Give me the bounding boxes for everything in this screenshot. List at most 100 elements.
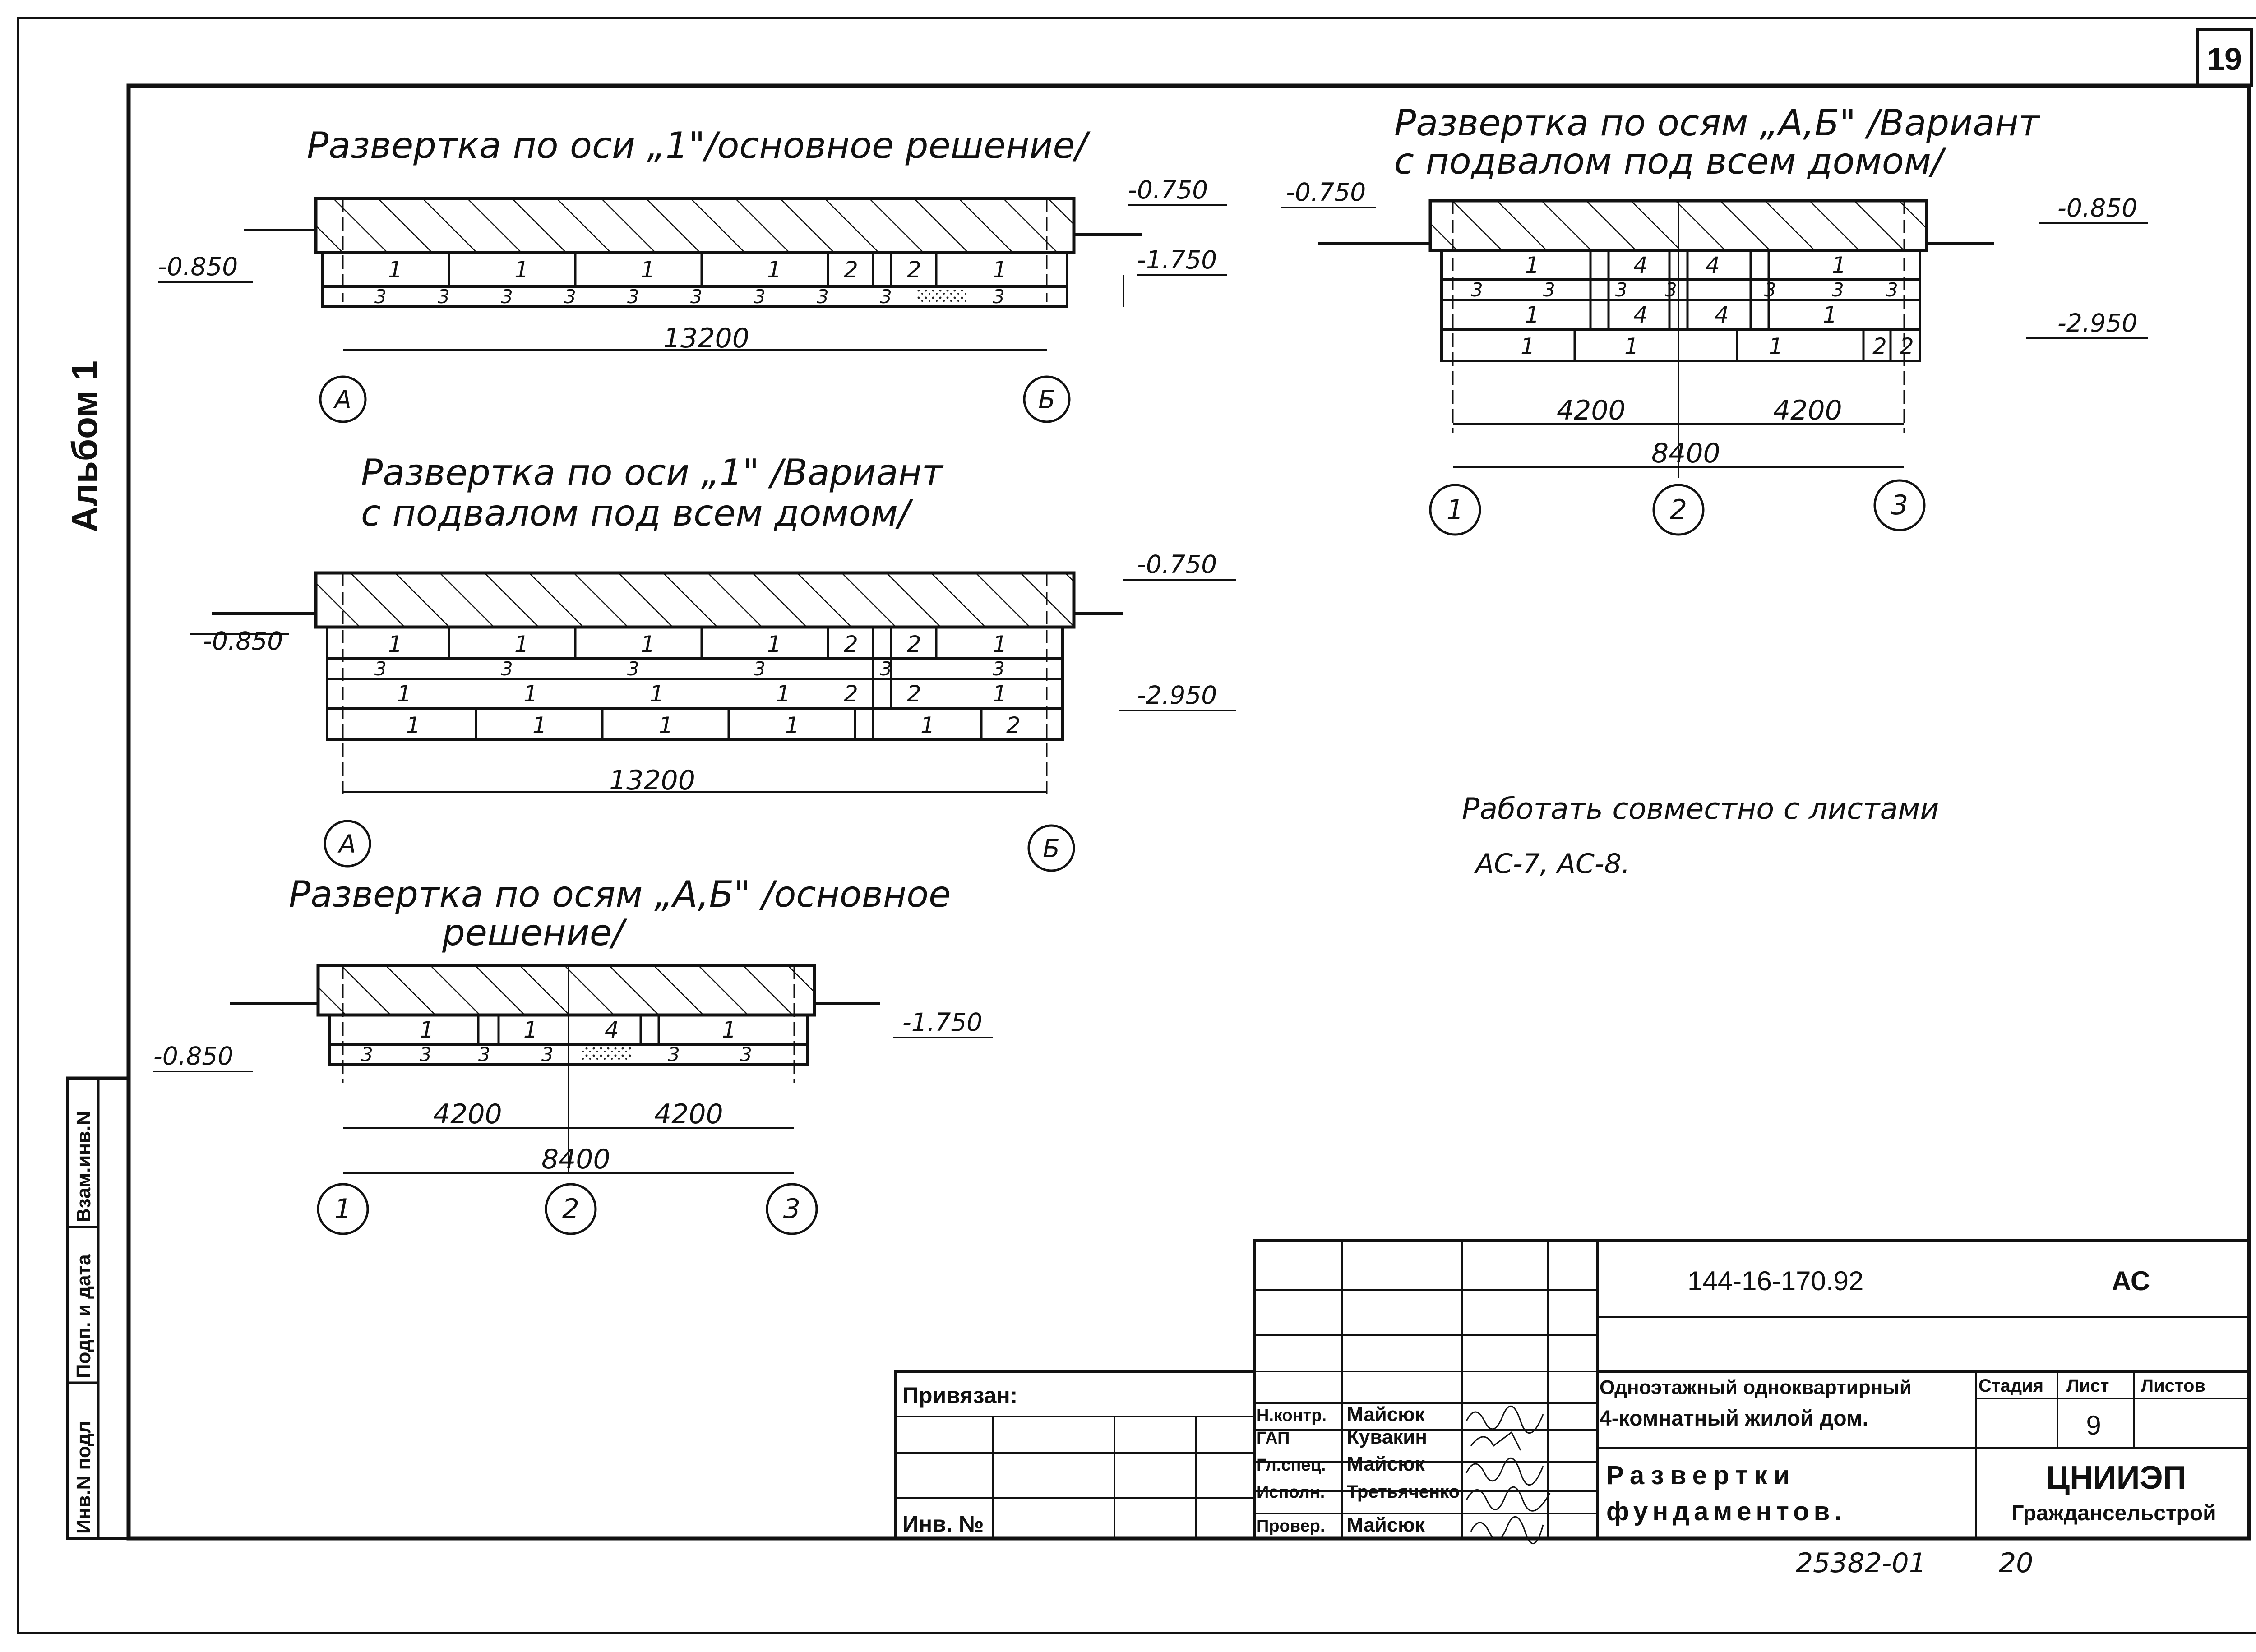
svg-text:1: 1: [767, 257, 781, 283]
v1-left-mark: -0.850: [158, 252, 238, 281]
v3-axis-2: 2: [562, 1193, 579, 1225]
svg-text:3: 3: [754, 286, 766, 308]
signature-1: [1465, 1406, 1544, 1434]
role-4: Исполн.: [1257, 1483, 1325, 1502]
org-line-2: Гражданcельстрой: [2011, 1501, 2216, 1525]
stage-label: Стадия: [1979, 1376, 2043, 1396]
name-5: Майсюк: [1347, 1514, 1425, 1536]
svg-text:3: 3: [1665, 279, 1677, 301]
v4-axis-3: 3: [1891, 489, 1908, 521]
view2-title-1: Развертка по оси „1" /Вариант: [361, 452, 944, 494]
svg-text:3: 3: [668, 1043, 680, 1066]
svg-text:1: 1: [722, 1017, 736, 1043]
outer-frame: [17, 17, 2256, 1634]
svg-text:1: 1: [641, 631, 655, 657]
svg-text:2: 2: [844, 631, 858, 657]
signature-5: [1470, 1516, 1544, 1545]
svg-text:3: 3: [1832, 279, 1844, 301]
svg-text:3: 3: [1471, 279, 1483, 301]
view-axesAB-basic: Развертка по осям „А,Б" /основное решени…: [153, 873, 993, 1235]
svg-text:1: 1: [1521, 333, 1535, 360]
page-number-box: [2196, 28, 2253, 87]
view-axesAB-basement: Развертка по осям „А,Б" /Вариант с подва…: [1281, 102, 2148, 536]
svg-text:4: 4: [1715, 302, 1729, 328]
doc-code: 144-16-170.92: [1687, 1266, 1863, 1296]
svg-text:3: 3: [993, 658, 1005, 680]
role-5: Провер.: [1257, 1517, 1325, 1536]
v4-span-2: 4200: [1773, 395, 1842, 426]
svg-text:1: 1: [532, 712, 547, 738]
svg-text:1: 1: [388, 257, 402, 283]
svg-text:3: 3: [740, 1043, 752, 1066]
album-label: Альбом 1: [65, 360, 105, 532]
svg-text:3: 3: [627, 286, 639, 308]
svg-text:4: 4: [1633, 302, 1648, 328]
sheets-label: Листов: [2141, 1376, 2205, 1396]
view4-title-1: Развертка по осям „А,Б" /Вариант: [1394, 102, 2041, 144]
svg-text:2: 2: [1900, 333, 1914, 360]
v3-axis-3: 3: [783, 1193, 800, 1225]
v2-total-dim: 13200: [609, 765, 695, 796]
v4-axis-2: 2: [1670, 494, 1687, 526]
svg-text:3: 3: [1543, 279, 1555, 301]
svg-text:1: 1: [1624, 333, 1639, 360]
svg-text:3: 3: [420, 1043, 432, 1066]
svg-text:3: 3: [374, 658, 387, 680]
v1-axis-left: А: [333, 385, 351, 414]
sheet-number: 9: [2086, 1410, 2101, 1440]
footer-page: 20: [1999, 1547, 2033, 1579]
svg-text:3: 3: [374, 286, 387, 308]
svg-text:3: 3: [817, 286, 829, 308]
svg-text:1: 1: [920, 712, 935, 738]
svg-text:1: 1: [1823, 302, 1837, 328]
svg-text:3: 3: [478, 1043, 490, 1066]
view4-title-2: с подвалом под всем домом/: [1394, 140, 1947, 182]
name-1: Майсюк: [1347, 1403, 1425, 1426]
side-stamp-inv: Инв.N подл: [73, 1421, 95, 1534]
svg-text:3: 3: [1764, 279, 1776, 301]
v3-span-1: 4200: [433, 1098, 502, 1130]
sheet-title-1: Развертки: [1606, 1461, 1796, 1490]
svg-text:2: 2: [907, 631, 921, 657]
view1-title: Развертка по оси „1"/основное решение/: [307, 125, 1091, 166]
svg-text:1: 1: [1525, 252, 1539, 278]
note-line-2: АС-7, АС-8.: [1474, 848, 1630, 880]
sheet-title-2: фундаментов.: [1606, 1497, 1846, 1526]
v3-left-mark: -0.850: [153, 1042, 233, 1071]
svg-text:2: 2: [844, 681, 858, 707]
svg-text:1: 1: [523, 681, 538, 707]
object-line-1: Одноэтажный одноквартирный: [1600, 1376, 1912, 1398]
svg-text:3: 3: [627, 658, 639, 680]
v1-brick-row-1: 1 1 1 1 2 2 1: [321, 251, 1068, 288]
v2-top-mark: -0.750: [1137, 550, 1217, 579]
svg-text:1: 1: [514, 631, 529, 657]
v3-total: 8400: [541, 1144, 610, 1175]
v4-axis-1: 1: [1447, 494, 1464, 526]
svg-text:1: 1: [993, 257, 1007, 283]
sheet-label: Лист: [2066, 1376, 2109, 1396]
svg-text:2: 2: [907, 257, 921, 283]
v4-total: 8400: [1651, 438, 1720, 469]
title-block: Привязан: Инв. № Н.контр. Майсюк ГАП Кув…: [894, 1239, 2251, 1545]
v1-axis-right: Б: [1038, 385, 1055, 414]
svg-text:1: 1: [641, 257, 655, 283]
signature-3: [1465, 1458, 1544, 1486]
v4-bottom-mark: -2.950: [2057, 309, 2137, 337]
svg-text:4: 4: [1706, 252, 1720, 278]
svg-text:1: 1: [785, 712, 800, 738]
svg-text:1: 1: [514, 257, 529, 283]
side-stamp-replace: Взам.инв.N: [73, 1111, 95, 1223]
svg-text:2: 2: [907, 681, 921, 707]
svg-text:1: 1: [767, 631, 781, 657]
v1-top-mark: -0.750: [1128, 175, 1208, 204]
svg-text:2: 2: [844, 257, 858, 283]
svg-text:2: 2: [1872, 333, 1887, 360]
svg-text:2: 2: [1006, 712, 1021, 738]
v2-axis-right: Б: [1043, 834, 1060, 863]
svg-text:1: 1: [397, 681, 411, 707]
svg-text:3: 3: [1615, 279, 1627, 301]
svg-text:3: 3: [880, 286, 892, 308]
svg-text:1: 1: [993, 681, 1007, 707]
